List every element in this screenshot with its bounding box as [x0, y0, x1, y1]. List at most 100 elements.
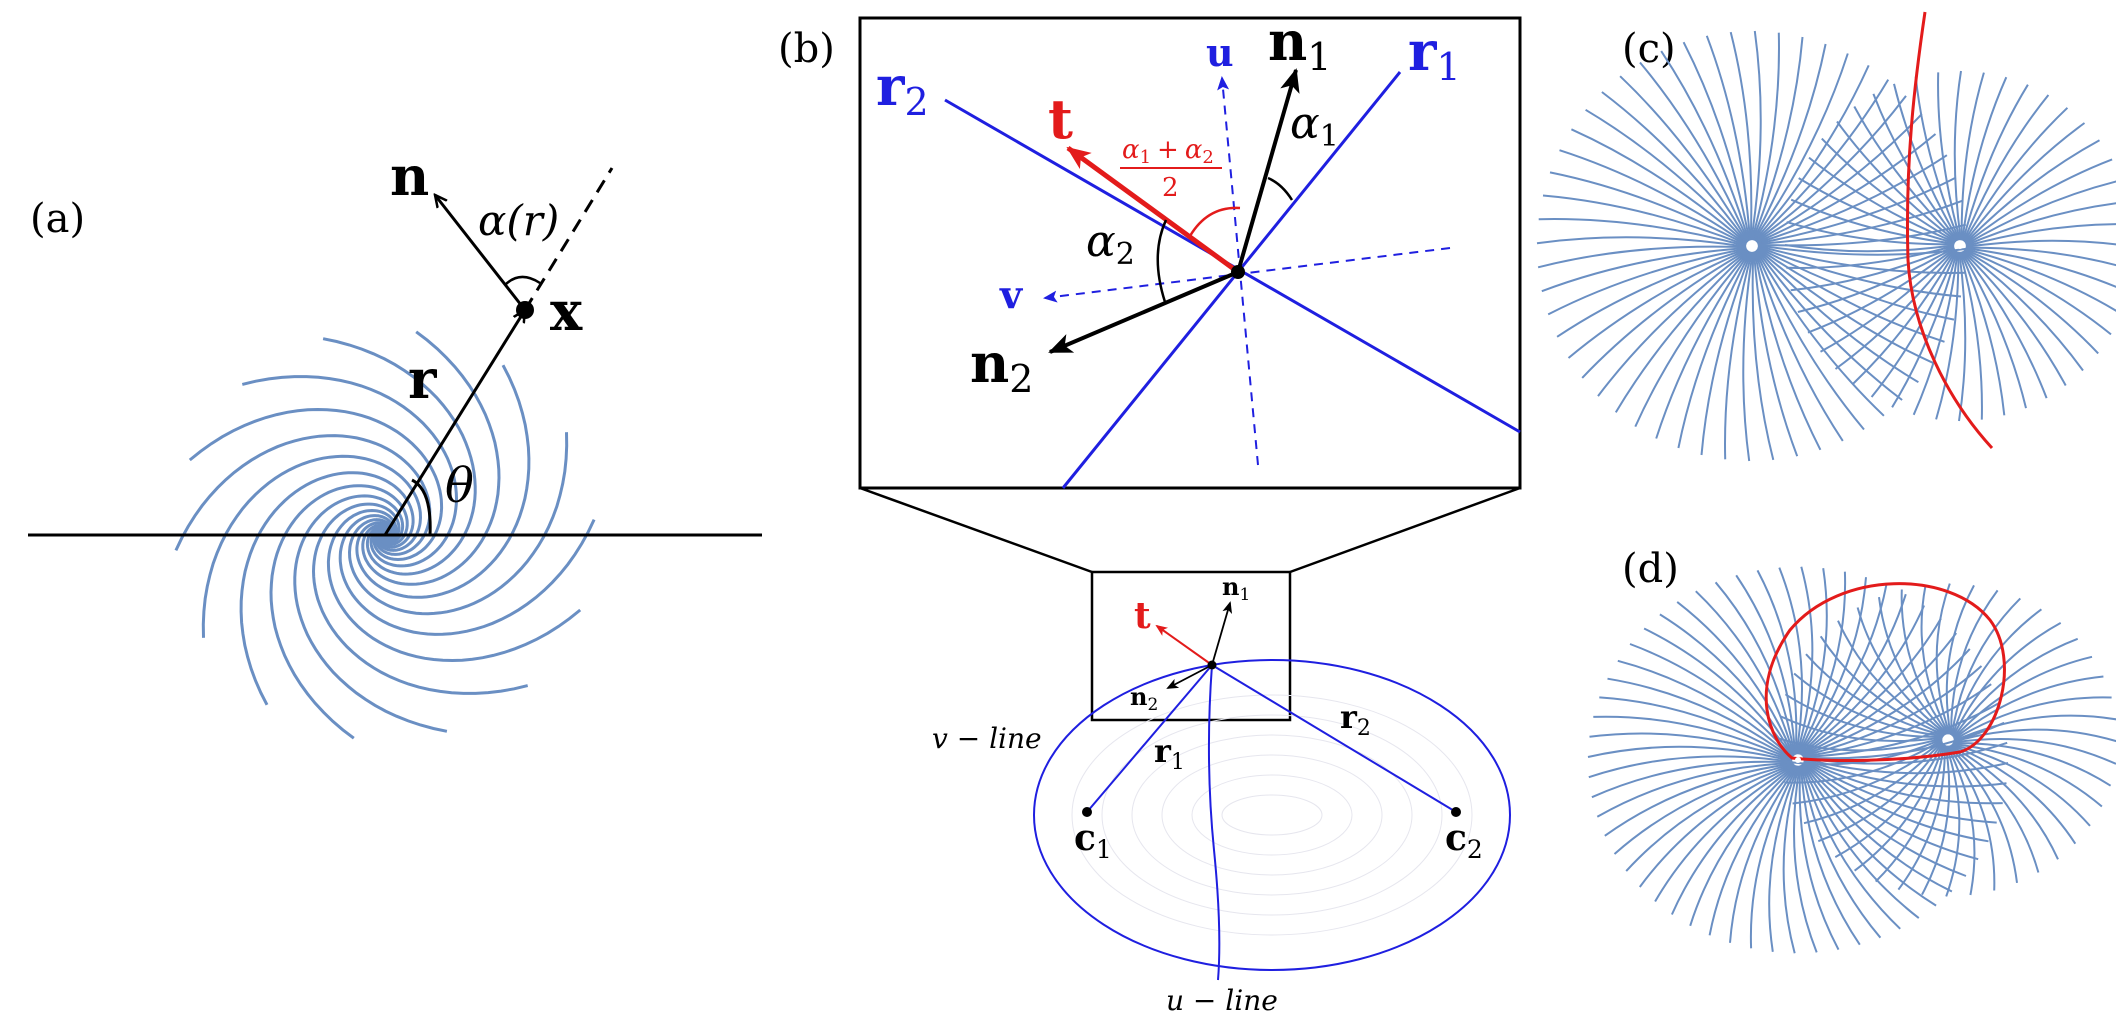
- field-line: [1914, 76, 1961, 241]
- field-line: [1801, 763, 1920, 919]
- faint-grid-ellipse: [1191, 774, 1353, 856]
- field-line: [1589, 732, 1793, 762]
- field-line: [1900, 589, 1949, 735]
- field-line: [1793, 672, 1944, 738]
- field-line: [1805, 653, 1945, 737]
- field-line: [1959, 251, 1983, 420]
- panel-c: (c): [1536, 11, 2116, 462]
- alpha-r-label: α(r): [478, 196, 559, 245]
- field-line: [1597, 249, 1749, 397]
- field-line: [1619, 75, 1749, 243]
- field-line: [1757, 199, 1963, 245]
- field-line: [1800, 765, 1861, 946]
- field-line: [1607, 677, 1793, 760]
- theta-label: θ: [445, 458, 474, 514]
- field-line: [1837, 620, 1946, 736]
- field-line: [1757, 247, 1945, 343]
- field-line: [1784, 244, 1955, 253]
- field-line: [1856, 607, 1947, 735]
- field-line: [1802, 763, 1937, 907]
- field-line: [1953, 696, 2112, 741]
- field-line: [1676, 601, 1795, 757]
- field-line: [1559, 149, 1747, 245]
- field-line: [1655, 251, 1751, 439]
- field-line: [1792, 740, 1943, 805]
- field-line: [1836, 120, 1957, 242]
- r2-segment: [1211, 664, 1457, 813]
- field-line: [1604, 762, 1794, 837]
- field-line: [1834, 249, 1956, 370]
- field-line: [1705, 35, 1751, 241]
- field-line: [1947, 745, 1996, 891]
- radial-field-c: [1536, 30, 2116, 462]
- field-line: [1599, 696, 1793, 761]
- field-line: [1959, 251, 2006, 416]
- faint-grid-ellipse: [1131, 734, 1413, 896]
- field-line: [1768, 765, 1800, 952]
- field-line: [1779, 715, 1943, 742]
- field-line: [1964, 248, 2112, 336]
- zoom-t-label: t: [1048, 87, 1073, 151]
- field-line: [1799, 605, 1926, 756]
- field-line: [1797, 246, 1955, 313]
- field-line: [1756, 248, 1919, 384]
- field-line: [1802, 762, 1953, 893]
- field-line: [1617, 659, 1793, 759]
- small-n1-vector: [1211, 601, 1233, 666]
- field-line: [1962, 84, 2029, 242]
- c1-label: c1: [1074, 817, 1112, 864]
- point-x: [516, 301, 534, 319]
- field-line: [1963, 250, 2084, 372]
- zoom-box: [858, 16, 1522, 490]
- field-line: [1570, 128, 1748, 245]
- field-line: [1593, 715, 1793, 761]
- field-line: [1755, 113, 1923, 243]
- alpha-arc: [504, 275, 541, 286]
- field-line: [1964, 139, 2100, 244]
- field-line: [1952, 637, 2079, 739]
- bottom-r1-label: r1: [1154, 732, 1185, 775]
- field-line: [1965, 247, 2116, 288]
- field-line: [1945, 745, 1961, 897]
- field-line: [1754, 250, 1865, 431]
- center-c1: [1749, 243, 1755, 249]
- field-line: [1695, 590, 1795, 756]
- field-line: [1821, 137, 1957, 243]
- c2-point: [1451, 807, 1461, 817]
- t-vector: [1066, 145, 1240, 275]
- field-line: [1757, 246, 1955, 321]
- half-angle-arc: [1188, 206, 1241, 237]
- field-line: [1755, 249, 1885, 417]
- field-line: [1749, 765, 1799, 949]
- field-line: [1755, 95, 1907, 243]
- field-line: [1786, 221, 1955, 246]
- v-line-label: v − line: [932, 722, 1042, 755]
- field-line: [1682, 41, 1751, 241]
- field-line: [1965, 239, 2116, 248]
- field-line: [1953, 738, 2116, 765]
- panel-b: (b) r2 r1 n1 n2 u v t α1 α2: [778, 9, 1522, 1016]
- field-line: [1755, 249, 1903, 401]
- zoom-connector-right: [1289, 486, 1521, 574]
- alpha1-arc: [1267, 176, 1294, 201]
- field-line: [1751, 251, 1775, 461]
- field-line: [1790, 245, 1955, 292]
- field-line: [1786, 245, 1955, 269]
- half-angle-denominator: 2: [1162, 173, 1179, 203]
- field-line: [1803, 759, 2003, 805]
- field-line: [1935, 583, 1951, 735]
- r-label: r: [408, 347, 437, 411]
- field-line: [1853, 106, 1958, 242]
- field-line: [1800, 764, 1882, 939]
- field-line: [1587, 745, 1793, 763]
- field-line: [1751, 36, 1804, 241]
- field-line: [1891, 250, 1958, 408]
- field-line: [1724, 251, 1753, 460]
- field-line: [1953, 728, 2116, 743]
- zoom-n2-label: n2: [970, 331, 1033, 401]
- field-line: [1750, 30, 1762, 241]
- field-line: [1629, 643, 1794, 759]
- tangent-dashed-line: [523, 167, 614, 311]
- field-line: [1756, 247, 1934, 364]
